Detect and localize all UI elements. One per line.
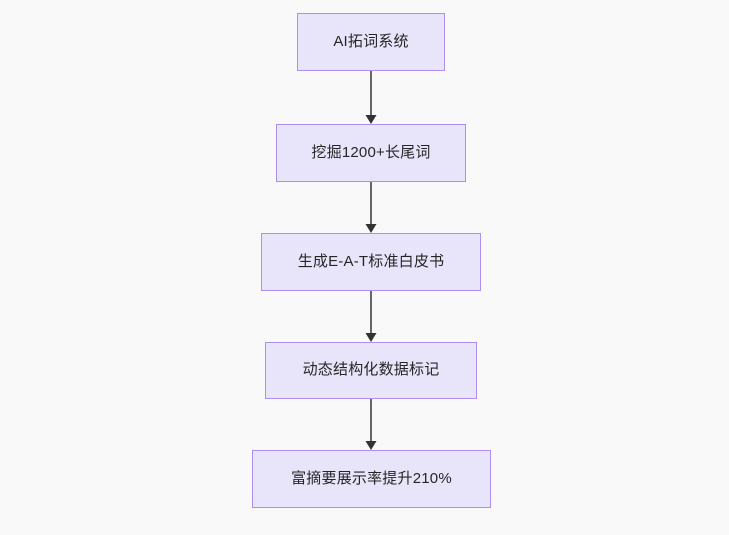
flow-node-generate-eat-whitepaper[interactable]: 生成E-A-T标准白皮书 [261, 233, 481, 291]
flow-node-ai-keyword-system[interactable]: AI拓词系统 [297, 13, 445, 71]
arrowhead-icon [365, 441, 377, 450]
arrowhead-icon [365, 115, 377, 124]
connector-node4-node5 [361, 399, 381, 450]
connector-node1-node2 [361, 71, 381, 124]
flow-node-label: 挖掘1200+长尾词 [311, 143, 431, 161]
flow-node-mine-longtail-keywords[interactable]: 挖掘1200+长尾词 [276, 124, 466, 182]
flow-node-label: AI拓词系统 [333, 32, 409, 50]
flow-node-rich-snippet-impression-lift[interactable]: 富摘要展示率提升210% [252, 450, 491, 508]
arrowhead-icon [365, 333, 377, 342]
flow-node-dynamic-structured-data-markup[interactable]: 动态结构化数据标记 [265, 342, 477, 399]
flow-node-label: 动态结构化数据标记 [302, 361, 440, 379]
connector-node2-node3 [361, 182, 381, 233]
connector-node3-node4 [361, 291, 381, 342]
arrowhead-icon [365, 224, 377, 233]
flow-node-label: 富摘要展示率提升210% [291, 469, 452, 487]
flow-node-label: 生成E-A-T标准白皮书 [297, 252, 445, 270]
